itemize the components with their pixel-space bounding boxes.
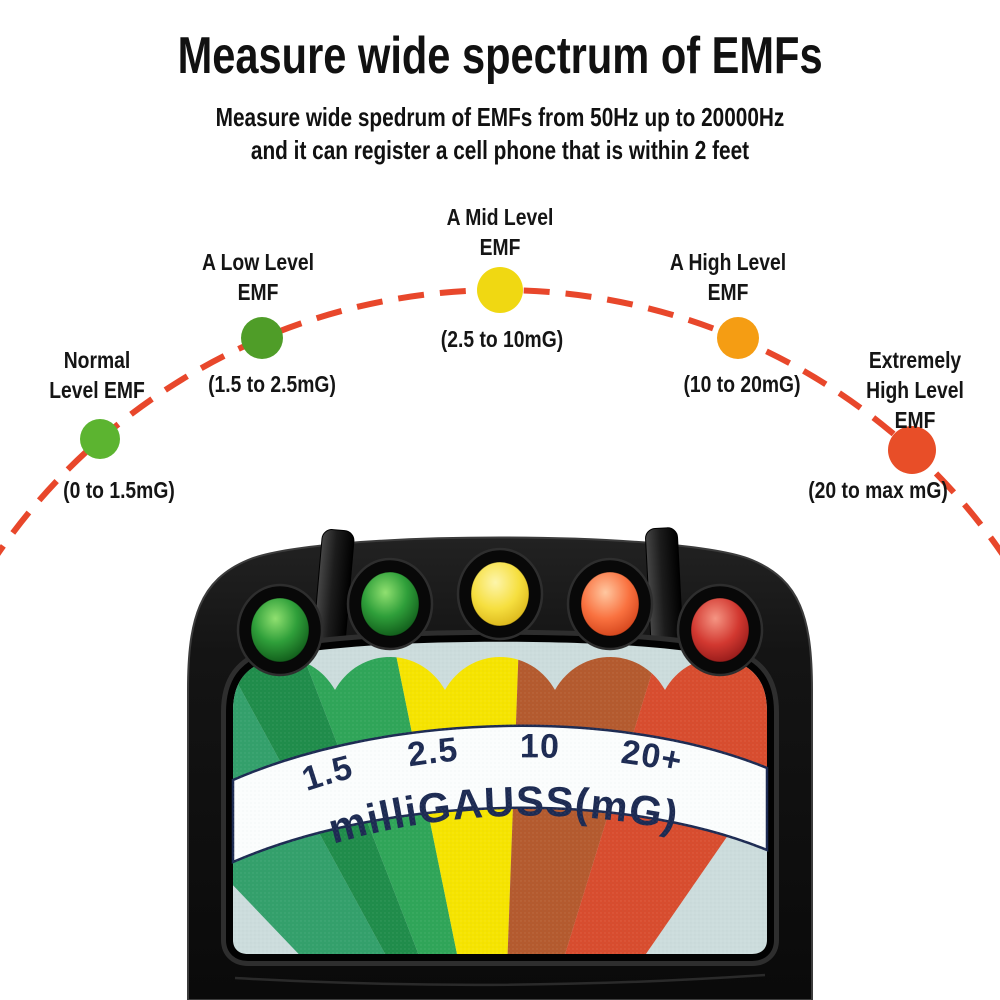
level-dot-high — [717, 317, 759, 359]
led-green-1 — [236, 583, 324, 677]
level-name: A Mid Level EMF — [446, 204, 554, 260]
level-range: (10 to 20mG) — [683, 371, 801, 397]
level-range: (2.5 to 10mG) — [440, 326, 564, 352]
level-dot-low — [241, 317, 283, 359]
level-range: (0 to 1.5mG) — [63, 477, 175, 503]
level-dot-normal — [80, 419, 120, 459]
level-name: Extremely High Level EMF — [866, 347, 964, 433]
level-name: Normal Level EMF — [49, 347, 145, 403]
level-name: A High Level EMF — [669, 249, 787, 305]
subtitle-line-2: and it can register a cell phone that is… — [250, 135, 750, 166]
level-range: (20 to max mG) — [808, 477, 948, 503]
led-yellow — [456, 547, 544, 641]
device-seam — [234, 973, 766, 987]
level-dot-extreme — [888, 426, 936, 474]
level-dot-mid — [477, 267, 523, 313]
emf-meter-device: 1.5 2.5 10 20+ milliGAUSS(mG) — [187, 527, 813, 1000]
led-row — [236, 547, 764, 677]
level-name: A Low Level EMF — [201, 249, 315, 305]
led-red — [676, 583, 764, 677]
page-title: Measure wide spectrum of EMFs — [0, 26, 1000, 86]
subtitle: Measure wide spedrum of EMFs from 50Hz u… — [216, 101, 785, 168]
led-green-2 — [346, 557, 434, 651]
subtitle-line-1: Measure wide spedrum of EMFs from 50Hz u… — [215, 102, 785, 132]
level-range: (1.5 to 2.5mG) — [208, 371, 336, 397]
page-title-text: Measure wide spectrum of EMFs — [177, 27, 823, 85]
face-texture — [233, 641, 767, 954]
led-orange — [566, 557, 654, 651]
